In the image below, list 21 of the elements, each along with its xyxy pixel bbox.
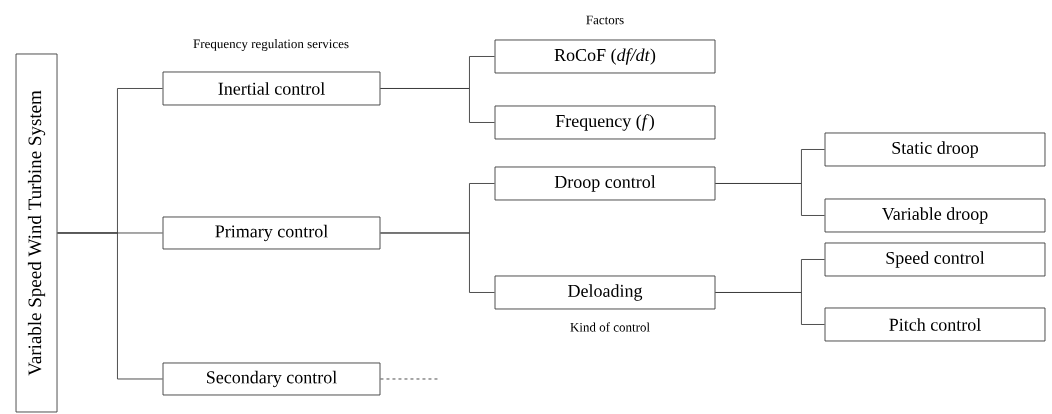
box: Static droop bbox=[824, 132, 1046, 167]
connector-line bbox=[57, 232, 163, 380]
box: Primary control bbox=[162, 216, 381, 250]
box: Droop control bbox=[494, 166, 716, 201]
connector-line bbox=[380, 232, 495, 293]
connector-line bbox=[715, 292, 825, 325]
box: Pitch control bbox=[824, 307, 1046, 342]
heading-label: Frequency regulation services bbox=[193, 39, 349, 51]
connector-line bbox=[715, 183, 825, 216]
box: RoCoF (df/dt) bbox=[494, 39, 716, 74]
box: Deloading bbox=[494, 275, 716, 310]
box: Frequency (f) bbox=[494, 105, 716, 140]
heading-label: Factors bbox=[586, 15, 624, 25]
box: Secondary control bbox=[162, 362, 381, 396]
connector-line bbox=[380, 88, 495, 123]
box: Speed control bbox=[824, 242, 1046, 277]
box: Inertial control bbox=[162, 71, 381, 106]
box: Variable droop bbox=[824, 198, 1046, 233]
connector-line bbox=[380, 378, 439, 380]
heading-label: Kind of control bbox=[570, 322, 650, 332]
box: Variable Speed Wind Turbine System bbox=[15, 53, 58, 413]
